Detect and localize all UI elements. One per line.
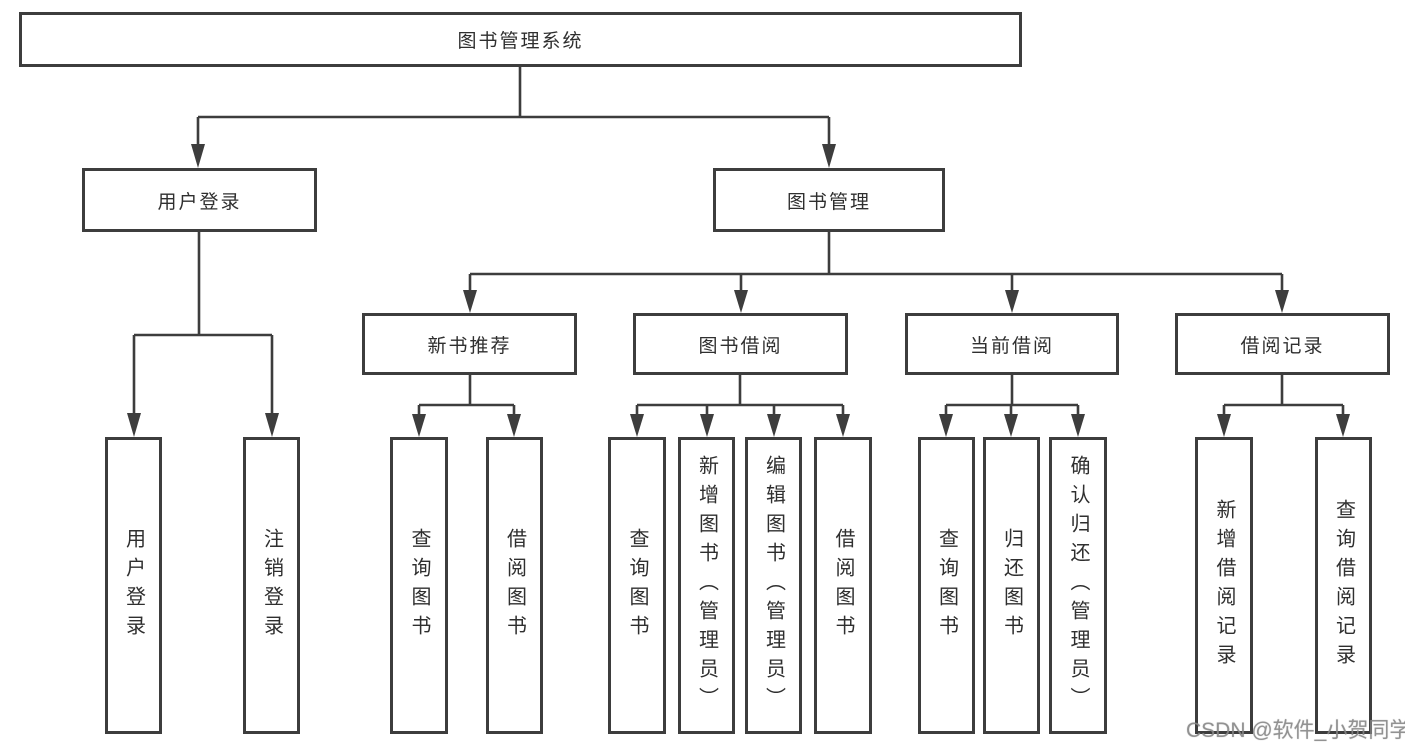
node-label: 查询图书: [626, 527, 648, 644]
node-label: 图书管理: [786, 191, 871, 213]
leaf-add-borrow-record: 新增借阅记录: [1195, 437, 1253, 734]
arrowheads: [127, 144, 1350, 437]
node-label: 查询图书: [408, 527, 430, 644]
node-label: 注销登录: [260, 527, 283, 644]
leaf-user-login: 用户登录: [105, 437, 162, 734]
leaf-add-book-admin: 新增图书（管理员）: [678, 437, 735, 734]
leaf-newbooks-query-book: 查询图书: [390, 437, 448, 734]
leaf-confirm-return-admin: 确认归还（管理员）: [1049, 437, 1107, 734]
node-label: 确认归还（管理员）: [1067, 455, 1089, 716]
leaf-borrow-book: 借阅图书: [814, 437, 872, 734]
node-current-borrow: 当前借阅: [905, 313, 1119, 375]
node-label: 查询借阅记录: [1332, 498, 1355, 673]
node-label: 查询图书: [935, 527, 958, 644]
node-label: 借阅记录: [1240, 335, 1325, 357]
node-label: 图书管理系统: [457, 31, 584, 52]
csdn-watermark: CSDN @软件_小贺同学: [1186, 719, 1405, 742]
leaf-return-book: 归还图书: [983, 437, 1040, 734]
node-label: 用户登录: [157, 191, 242, 213]
node-label: 归还图书: [1000, 527, 1023, 644]
node-system-root: 图书管理系统: [19, 12, 1022, 67]
leaf-newbooks-borrow-book: 借阅图书: [486, 437, 543, 734]
node-label: 当前借阅: [969, 335, 1054, 357]
node-label: 图书借阅: [698, 335, 783, 357]
leaf-logout: 注销登录: [243, 437, 300, 734]
node-label: 编辑图书（管理员）: [762, 455, 785, 716]
node-label: 借阅图书: [832, 527, 854, 644]
node-label: 用户登录: [122, 527, 145, 644]
node-label: 新书推荐: [427, 335, 512, 357]
node-borrow-records: 借阅记录: [1175, 313, 1390, 375]
node-label: 新增图书（管理员）: [695, 455, 718, 716]
leaf-query-borrow-record: 查询借阅记录: [1315, 437, 1372, 734]
node-label: 借阅图书: [503, 527, 526, 644]
node-label: 新增借阅记录: [1213, 498, 1235, 673]
node-new-book-recommend: 新书推荐: [362, 313, 577, 375]
leaf-borrow-query-book: 查询图书: [608, 437, 666, 734]
node-book-management: 图书管理: [713, 168, 945, 232]
node-user-login: 用户登录: [82, 168, 317, 232]
leaf-edit-book-admin: 编辑图书（管理员）: [745, 437, 802, 734]
leaf-current-query-book: 查询图书: [918, 437, 975, 734]
node-book-borrow: 图书借阅: [633, 313, 848, 375]
